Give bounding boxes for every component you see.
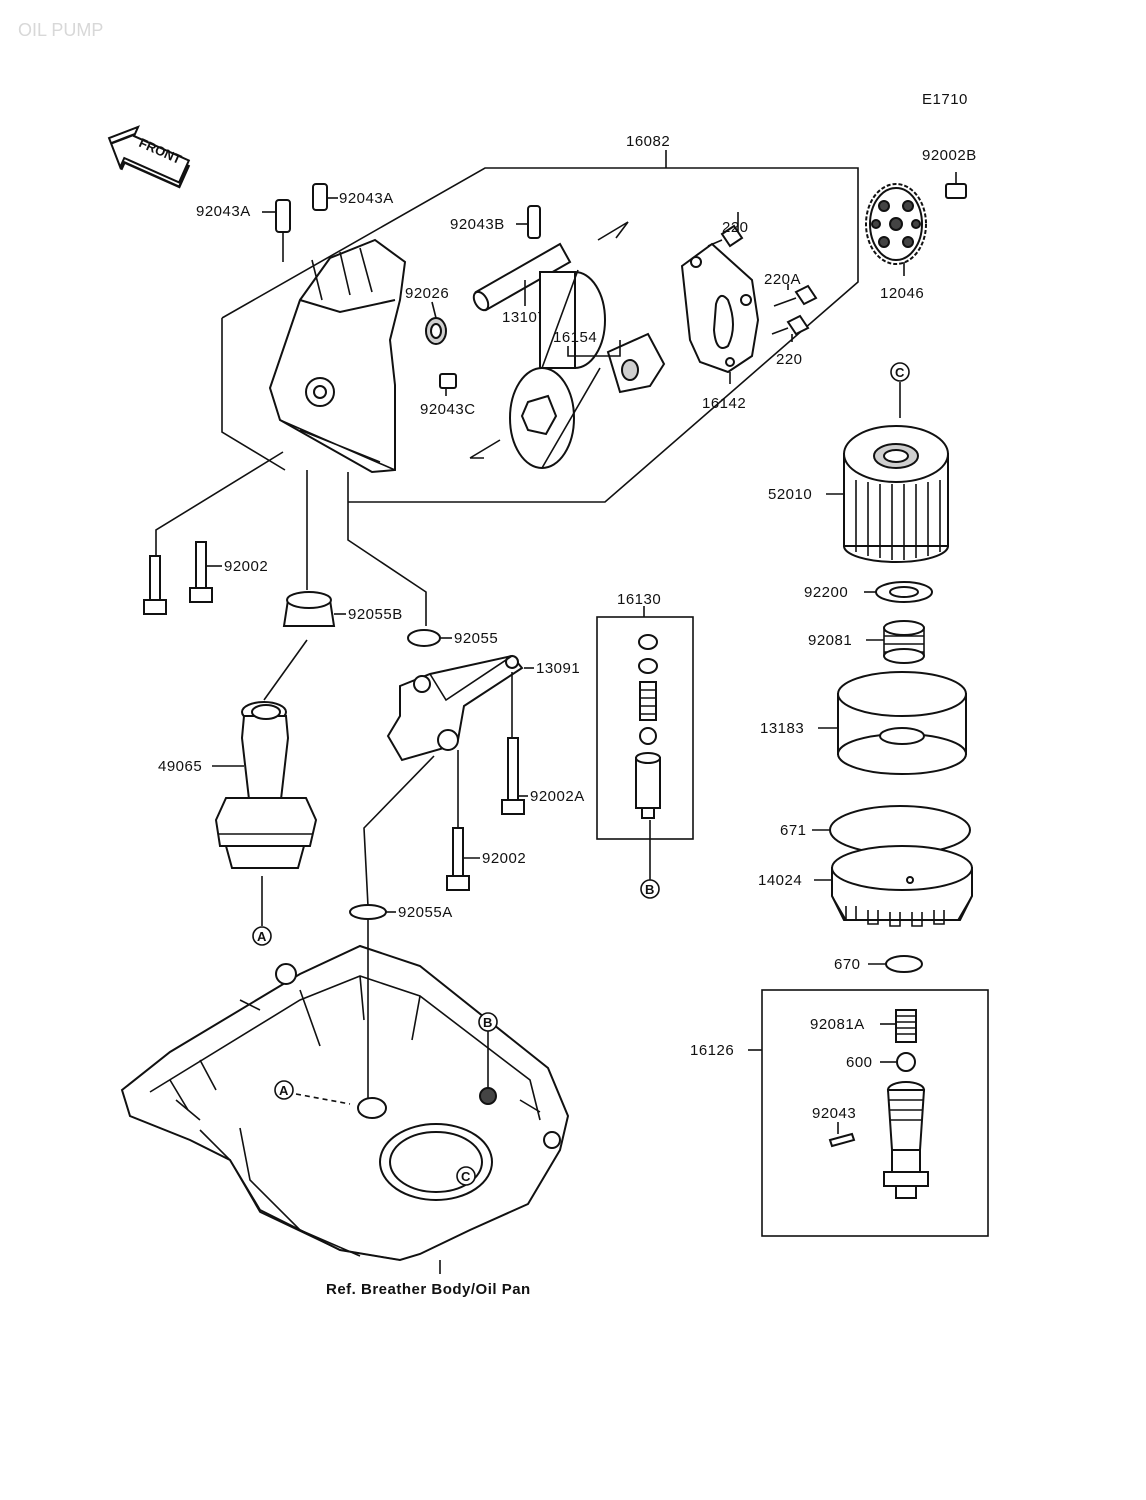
spring-92081a: [895, 1009, 917, 1043]
sprocket-12046: [865, 183, 927, 265]
inner-rotor-16154: [606, 332, 666, 394]
part-220-upper: 220: [722, 219, 749, 236]
pin-92043b: [527, 205, 541, 239]
leader-16154: [567, 340, 621, 357]
part-670: 670: [834, 956, 861, 973]
washer-92200: [875, 581, 933, 603]
oil-seal-92026: [425, 317, 447, 345]
part-13091: 13091: [536, 660, 580, 677]
part-13107: 13107: [502, 309, 546, 326]
spring-92081: [883, 620, 925, 664]
part-92043a-left: 92043A: [196, 203, 251, 220]
ref-a-lower: A: [279, 1083, 289, 1098]
ref-a-upper-marker: [252, 926, 272, 946]
pump-assembly-outline: [221, 167, 859, 503]
part-92002-upper: 92002: [224, 558, 268, 575]
leader-body-right: [347, 472, 427, 626]
bolt-92002-left-a: [143, 555, 167, 615]
part-220-lower: 220: [776, 351, 803, 368]
part-671: 671: [780, 822, 807, 839]
part-16154: 16154: [553, 329, 597, 346]
ball-600: [896, 1052, 916, 1072]
bolt-92002a: [501, 737, 525, 815]
filter-cup-13183: [837, 671, 967, 775]
part-92026: 92026: [405, 285, 449, 302]
part-49065: 49065: [158, 758, 202, 775]
bolt-220-upper: [707, 224, 744, 248]
dowel-pin-92043a-right: [312, 183, 328, 211]
part-92200: 92200: [804, 584, 848, 601]
ref-a-lower-marker: [274, 1080, 294, 1100]
part-16082: 16082: [626, 133, 670, 150]
ref-b-lower: B: [483, 1015, 492, 1030]
bolt-220a: [773, 284, 818, 307]
ref-c-upper: C: [895, 365, 905, 380]
part-92002-lower: 92002: [482, 850, 526, 867]
part-13183: 13183: [760, 720, 804, 737]
ref-c-lower-marker: [456, 1166, 476, 1186]
bypass-valve-body: [883, 1081, 929, 1199]
front-arrow-icon: [107, 125, 191, 189]
part-92081: 92081: [808, 632, 852, 649]
part-92002b: 92002B: [922, 147, 977, 164]
part-14024: 14024: [758, 872, 802, 889]
part-220a: 220A: [764, 271, 801, 288]
part-16142: 16142: [702, 395, 746, 412]
relief-valve-16130-box: [596, 616, 694, 840]
ref-c-upper-marker: [890, 362, 910, 382]
diagram-title: OIL PUMP: [18, 20, 103, 40]
relief-valve-16130: [635, 634, 661, 819]
part-92055: 92055: [454, 630, 498, 647]
o-ring-92055a: [349, 904, 387, 920]
bolt-92002-lower: [446, 827, 470, 891]
ref-c-lower: C: [461, 1169, 471, 1184]
bolt-92002-left-b: [189, 541, 213, 603]
direction-arrow-upper: [597, 221, 629, 241]
part-52010: 52010: [768, 486, 812, 503]
part-92043a-right: 92043A: [339, 190, 394, 207]
ref-a-lower-line: [295, 1093, 351, 1105]
part-92043b: 92043B: [450, 216, 505, 233]
ref-a-upper: A: [257, 929, 267, 944]
ref-note: Ref. Breather Body/Oil Pan: [326, 1281, 531, 1298]
oil-strainer-49065: [214, 701, 318, 869]
part-92081a: 92081A: [810, 1016, 865, 1033]
part-16130: 16130: [617, 591, 661, 608]
dowel-pin-92043a-left: [275, 199, 291, 262]
oil-pipe-13091: [386, 654, 524, 762]
pump-body: [268, 238, 407, 474]
pin-92043c: [439, 373, 457, 389]
part-92055a: 92055A: [398, 904, 453, 921]
o-ring-92055: [407, 629, 441, 647]
oil-filter-52010: [843, 425, 949, 563]
part-92043: 92043: [812, 1105, 856, 1122]
ref-b-upper: B: [645, 882, 654, 897]
leader-strainer-link: [263, 639, 308, 701]
part-92055b: 92055B: [348, 606, 403, 623]
pump-shaft-13107: [472, 242, 572, 312]
cap-92055b: [282, 591, 336, 627]
leader-body-left: [155, 451, 284, 556]
ref-b-upper-marker: [640, 879, 660, 899]
part-12046: 12046: [880, 285, 924, 302]
bolt-92002b: [945, 172, 967, 199]
pin-92043: [828, 1132, 856, 1148]
part-16126: 16126: [690, 1042, 734, 1059]
direction-arrow-lower: [469, 439, 501, 459]
bolt-220-lower: [771, 314, 810, 336]
filter-cover-14024: [831, 845, 973, 927]
diagram-code: E1710: [922, 91, 968, 108]
part-92043c: 92043C: [420, 401, 476, 418]
part-92002a: 92002A: [530, 788, 585, 805]
outer-rotor-16154: [509, 269, 606, 469]
leader-pipe-left: [363, 755, 435, 907]
bypass-valve-16126-box: [761, 989, 989, 1237]
o-ring-670: [885, 955, 923, 973]
leader-92026: [431, 301, 437, 319]
part-600: 600: [846, 1054, 873, 1071]
pump-cover-16142: [680, 242, 760, 374]
